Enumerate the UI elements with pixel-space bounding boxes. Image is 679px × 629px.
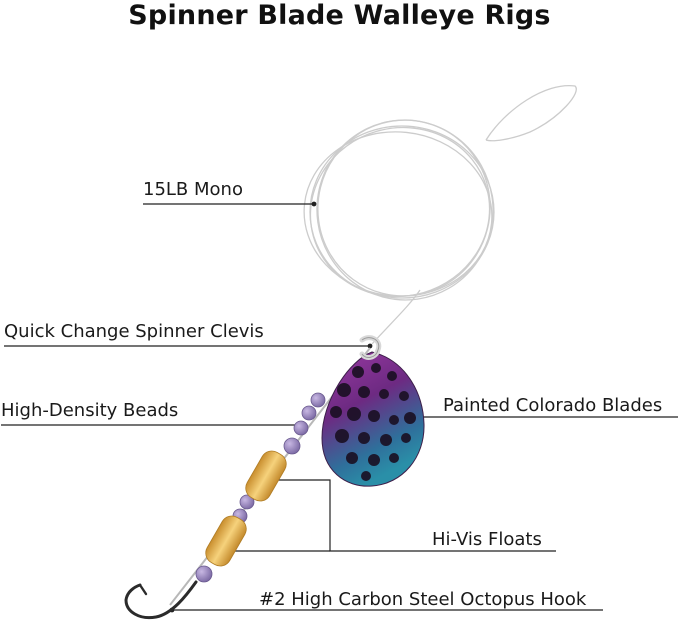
callout-floats <box>276 479 556 552</box>
colorado-blade-icon <box>321 351 425 487</box>
label-hook: #2 High Carbon Steel Octopus Hook <box>259 589 587 610</box>
label-mono: 15LB Mono <box>143 179 243 200</box>
bead-icon <box>195 392 326 583</box>
octopus-hook-icon <box>124 580 198 620</box>
float-icon <box>205 450 287 567</box>
callout-lines <box>1 203 678 611</box>
label-floats: Hi-Vis Floats <box>432 529 542 550</box>
label-beads: High-Density Beads <box>1 400 179 421</box>
label-blades: Painted Colorado Blades <box>443 395 663 416</box>
label-clevis: Quick Change Spinner Clevis <box>4 321 264 342</box>
clevis-icon <box>359 335 382 360</box>
coiled-mono-line-icon <box>303 85 577 345</box>
page-title: Spinner Blade Walleye Rigs <box>128 0 551 31</box>
